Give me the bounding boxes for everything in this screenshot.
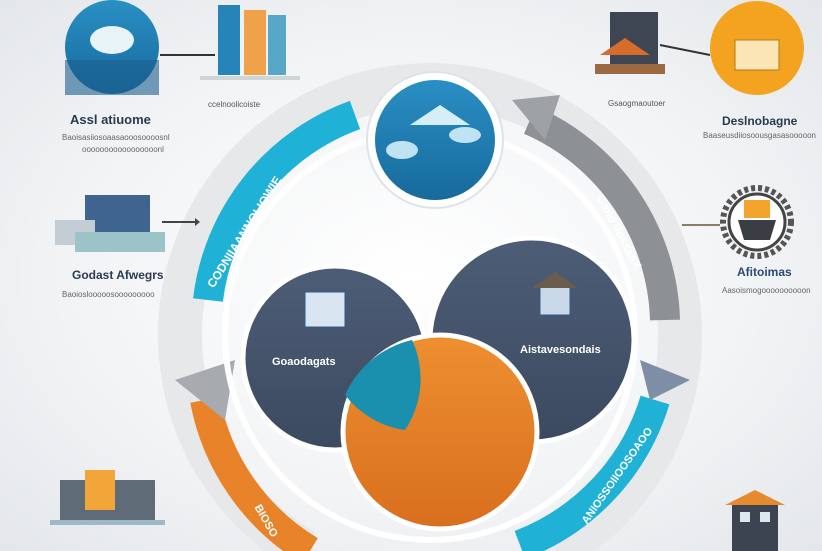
city-buildings-icon <box>200 5 300 80</box>
top-left-title: Assl atiuome <box>70 112 151 127</box>
arrow-head-blue <box>640 360 690 400</box>
warehouse-icon <box>50 470 165 525</box>
top-left-desc-2: ooooooooooooooooonl <box>82 145 164 154</box>
arrow-head-gray <box>512 95 560 140</box>
gear-icon <box>720 185 794 259</box>
mid-left-desc: Baoioslooooosooooooooo <box>62 290 155 299</box>
mid-right-title: Afitoimas <box>737 265 792 279</box>
mountain-icon <box>410 105 470 125</box>
right-circle-label: Aistavesondais <box>520 344 601 356</box>
cloud-circle-icon <box>65 0 159 95</box>
cloud-icon <box>386 141 418 159</box>
arc-upper-right <box>523 106 680 321</box>
overlap-teal <box>345 340 421 430</box>
mid-right-desc: Aasoismogoooooooooon <box>722 286 811 295</box>
window-circle-icon <box>710 1 804 95</box>
house-icon <box>532 272 578 316</box>
arrow-head-left <box>175 360 235 420</box>
arrow-right-icon <box>162 218 200 226</box>
top-circle <box>375 80 495 200</box>
top-left-desc-1: Baoisasiiosoaasaooosoooosnl <box>62 133 170 142</box>
cloud-icon <box>449 127 481 143</box>
arc-upper-left <box>193 100 361 302</box>
arc-lower-left <box>190 397 318 551</box>
top-right-desc: Baaseusdiiosoousgasasooooon <box>703 131 816 140</box>
top-right-title: Deslnobagne <box>722 114 798 128</box>
connector-line <box>659 44 711 56</box>
left-circle-label: Goaodagats <box>272 356 336 368</box>
building-icon <box>304 291 346 328</box>
tower-house-icon <box>725 490 785 551</box>
factory-icon <box>55 195 165 252</box>
top-right-caption: Gsaogmaoutoer <box>608 99 666 108</box>
house-device-icon <box>595 12 665 74</box>
top-center-caption: ccelnoolicoiste <box>208 100 261 109</box>
arc-lower-right <box>514 395 670 551</box>
mid-left-title: Godast Afwegrs <box>72 268 164 282</box>
